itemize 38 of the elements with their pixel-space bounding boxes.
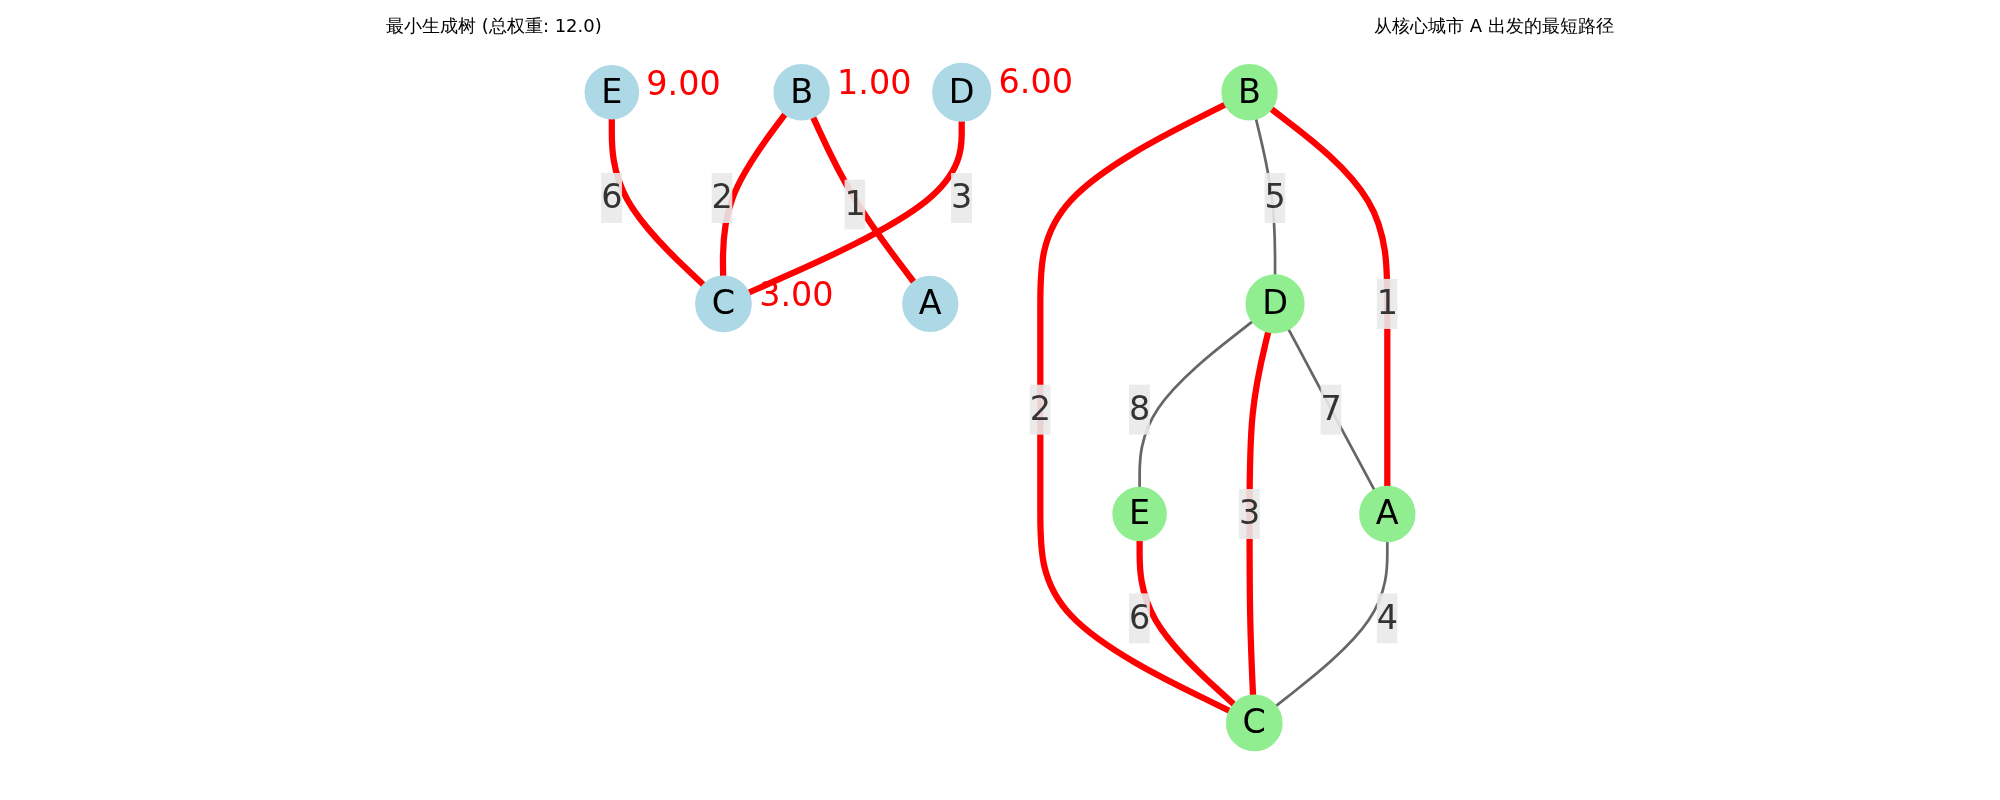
connector	[1274, 541, 1389, 708]
connector	[747, 120, 965, 296]
edge-label: 6	[601, 177, 623, 217]
connector	[1136, 540, 1237, 707]
node-circle: E	[1112, 486, 1167, 542]
node-circle: D	[1245, 274, 1305, 334]
chart-title: 从核心城市 A 出发的最短路径	[1374, 14, 1614, 38]
node-circle: A	[1359, 485, 1416, 543]
node-circle: B	[1221, 64, 1278, 121]
node-circle: A	[902, 275, 959, 332]
edge-label: 5	[1264, 177, 1286, 217]
connector	[608, 118, 706, 288]
edge-label: 7	[1320, 388, 1342, 429]
edge-label: 1	[1376, 282, 1398, 323]
connector	[1287, 328, 1376, 491]
node-circle: C	[1225, 694, 1283, 752]
edge-label: 3	[1238, 493, 1261, 533]
edge-label: 1	[844, 183, 866, 224]
distance-label: 1.00	[837, 63, 912, 103]
node-circle: C	[695, 275, 752, 333]
chart-title: 最小生成树 (总权重: 12.0)	[386, 14, 602, 38]
node-circle: D	[932, 62, 992, 122]
edge-label: 8	[1128, 388, 1151, 429]
edge-label: 2	[1029, 388, 1051, 429]
connector	[1138, 320, 1254, 488]
edge-label: 2	[711, 177, 733, 217]
distance-label: 6.00	[998, 61, 1073, 101]
distance-label: 9.00	[646, 64, 721, 104]
node-circle: B	[773, 64, 830, 121]
connector	[719, 112, 788, 277]
connector	[810, 115, 917, 285]
connector	[1269, 106, 1391, 487]
node-circle: E	[584, 64, 640, 120]
connector	[1037, 101, 1232, 714]
edge-label: 4	[1376, 597, 1398, 638]
edge-label: 3	[951, 177, 973, 217]
connector	[1246, 330, 1272, 696]
edge-label: 6	[1128, 597, 1151, 638]
